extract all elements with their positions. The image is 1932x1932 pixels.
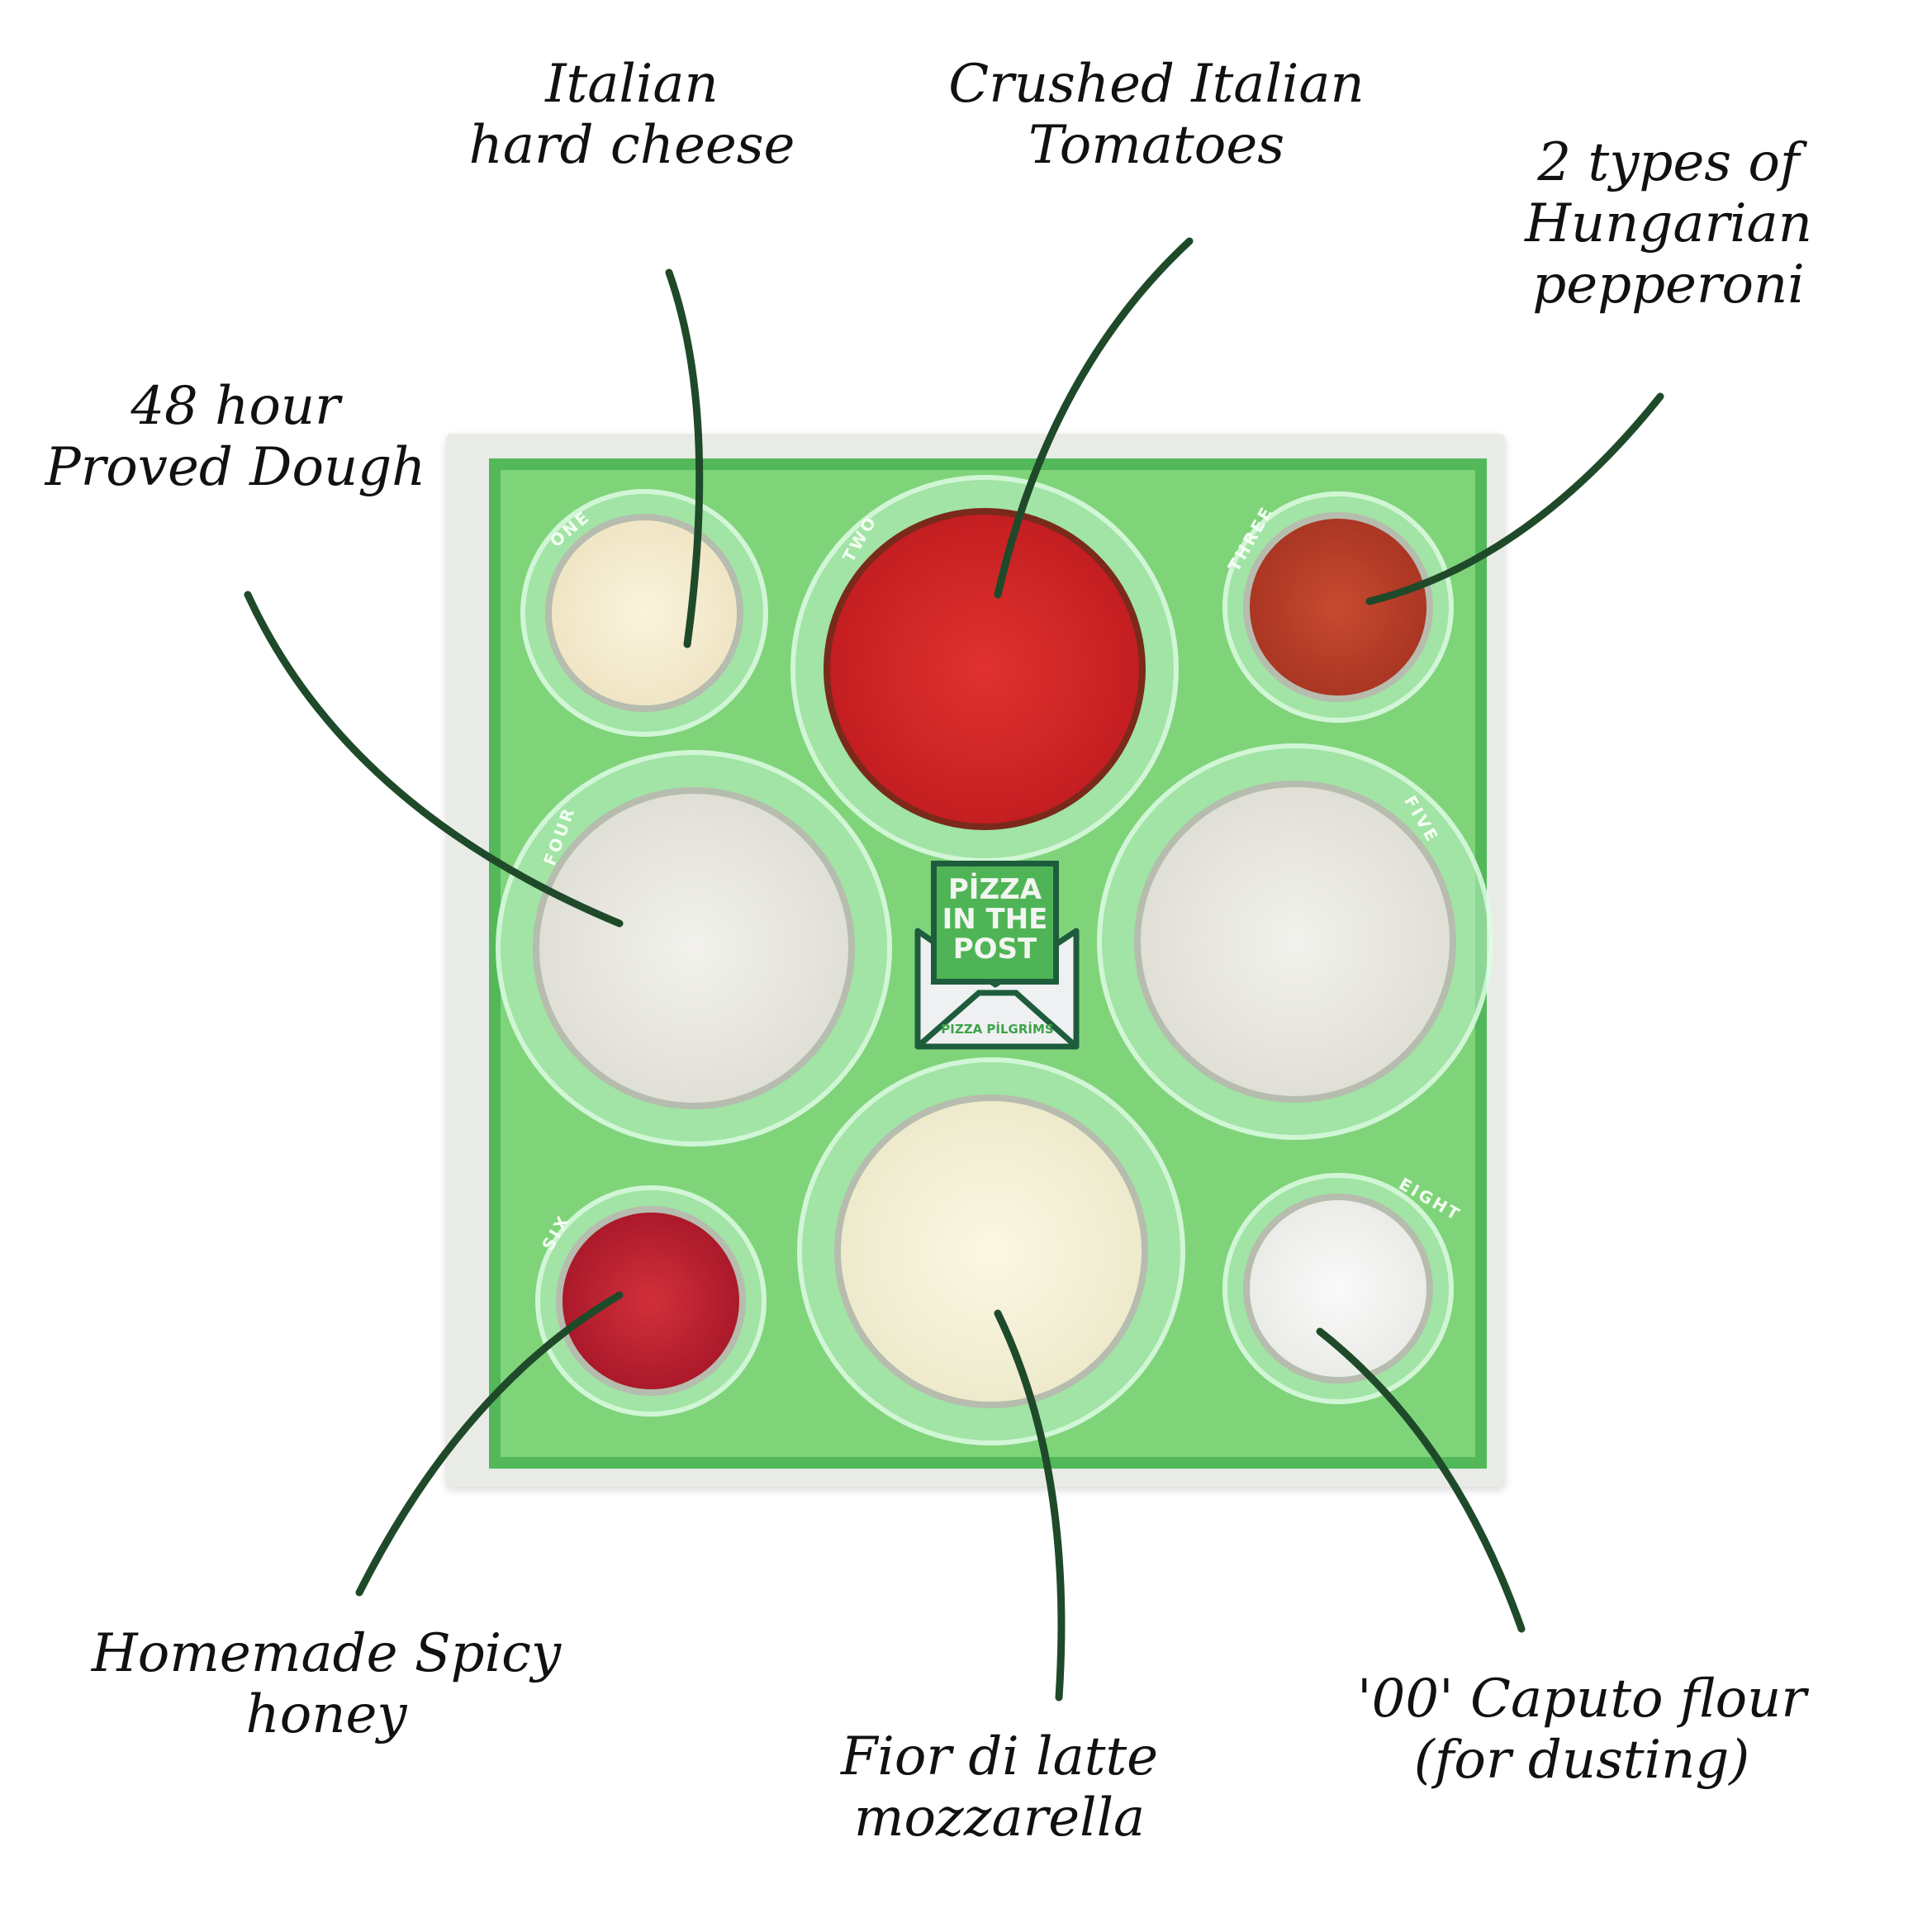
crushed-tomatoes	[824, 508, 1146, 830]
label-line: Crushed Italian	[948, 54, 1365, 115]
dough-ball	[533, 787, 855, 1109]
label-line: 2 types of	[1537, 132, 1800, 193]
pointer-line-mozzarella	[994, 1309, 1066, 1702]
brand-name: PIZZA PİLGRİMS	[941, 1022, 1054, 1037]
label-line: pepperoni	[1532, 254, 1805, 316]
label-spicy-honey: Homemade Spicy honey	[92, 1623, 561, 1745]
label-line: honey	[245, 1684, 407, 1745]
label-line: hard cheese	[468, 115, 795, 176]
pointer-line-flour	[1316, 1327, 1526, 1633]
label-crushed-italian-tomatoes: Crushed Italian Tomatoes	[948, 54, 1365, 176]
pointer-line-pepperoni	[1365, 392, 1664, 605]
pointer-line-cheese	[665, 268, 704, 648]
label-line: Hungarian	[1525, 193, 1812, 254]
label-italian-hard-cheese: Italian hard cheese	[469, 54, 795, 176]
pointer-line-honey	[355, 1291, 624, 1597]
label-line: mozzarella	[853, 1787, 1146, 1849]
pepperoni	[1243, 512, 1433, 702]
mozzarella	[834, 1094, 1148, 1408]
dough-ball	[1134, 781, 1456, 1103]
label-caputo-flour: '00' Caputo flour (for dusting)	[1357, 1669, 1806, 1791]
label-line: '00' Caputo flour	[1357, 1669, 1806, 1730]
logo-text: PİZZA	[947, 873, 1042, 906]
label-line: Fior di latte	[840, 1726, 1159, 1787]
logo-card: PİZZA IN THE POST	[931, 861, 1059, 985]
pointer-line-dough	[244, 591, 624, 928]
label-line: Italian	[545, 54, 719, 115]
logo-text: POST	[952, 933, 1037, 966]
logo-text: IN THE	[942, 903, 1048, 936]
label-proved-dough: 48 hour Proved Dough	[45, 376, 426, 498]
label-line: Proved Dough	[45, 437, 426, 498]
label-line: Homemade Spicy	[91, 1623, 562, 1684]
pizza-in-the-post-logo: PİZZA IN THE POST PIZZA PİLGRİMS	[913, 861, 1082, 1055]
label-line: Tomatoes	[1028, 115, 1285, 176]
label-line: 48 hour	[131, 376, 340, 437]
label-line: (for dusting)	[1413, 1730, 1750, 1791]
pointer-line-tomatoes	[994, 237, 1194, 599]
label-fior-di-latte-mozzarella: Fior di latte mozzarella	[841, 1726, 1158, 1849]
label-hungarian-pepperoni: 2 types of Hungarian pepperoni	[1525, 132, 1812, 316]
spicy-honey	[556, 1206, 746, 1396]
hard-cheese	[545, 514, 743, 712]
flour	[1243, 1194, 1433, 1384]
